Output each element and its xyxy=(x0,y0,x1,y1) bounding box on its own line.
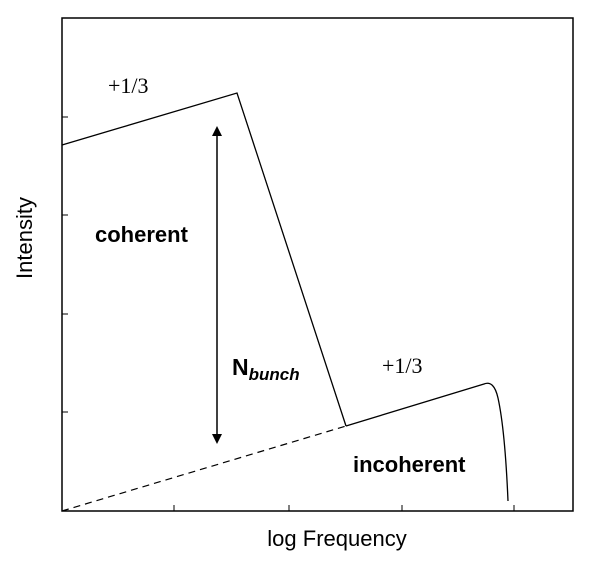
x-axis-ticks xyxy=(173,505,515,511)
incoherent-label: incoherent xyxy=(353,452,466,477)
coherent-spectrum-curve xyxy=(61,92,347,427)
plot-frame xyxy=(61,17,574,512)
y-axis-ticks xyxy=(62,116,68,413)
incoherent-spectrum-dashed xyxy=(61,425,347,512)
y-axis-label: Intensity xyxy=(12,197,37,279)
enhancement-label: Nbunch xyxy=(232,354,300,384)
slope-label-low: +1/3 xyxy=(108,73,149,98)
x-axis-label: log Frequency xyxy=(267,526,406,551)
enhancement-label-subscript: bunch xyxy=(249,365,300,384)
coherent-label: coherent xyxy=(95,222,189,247)
enhancement-label-main: N xyxy=(232,354,249,380)
incoherent-spectrum-curve xyxy=(345,382,509,502)
slope-label-high: +1/3 xyxy=(382,353,423,378)
